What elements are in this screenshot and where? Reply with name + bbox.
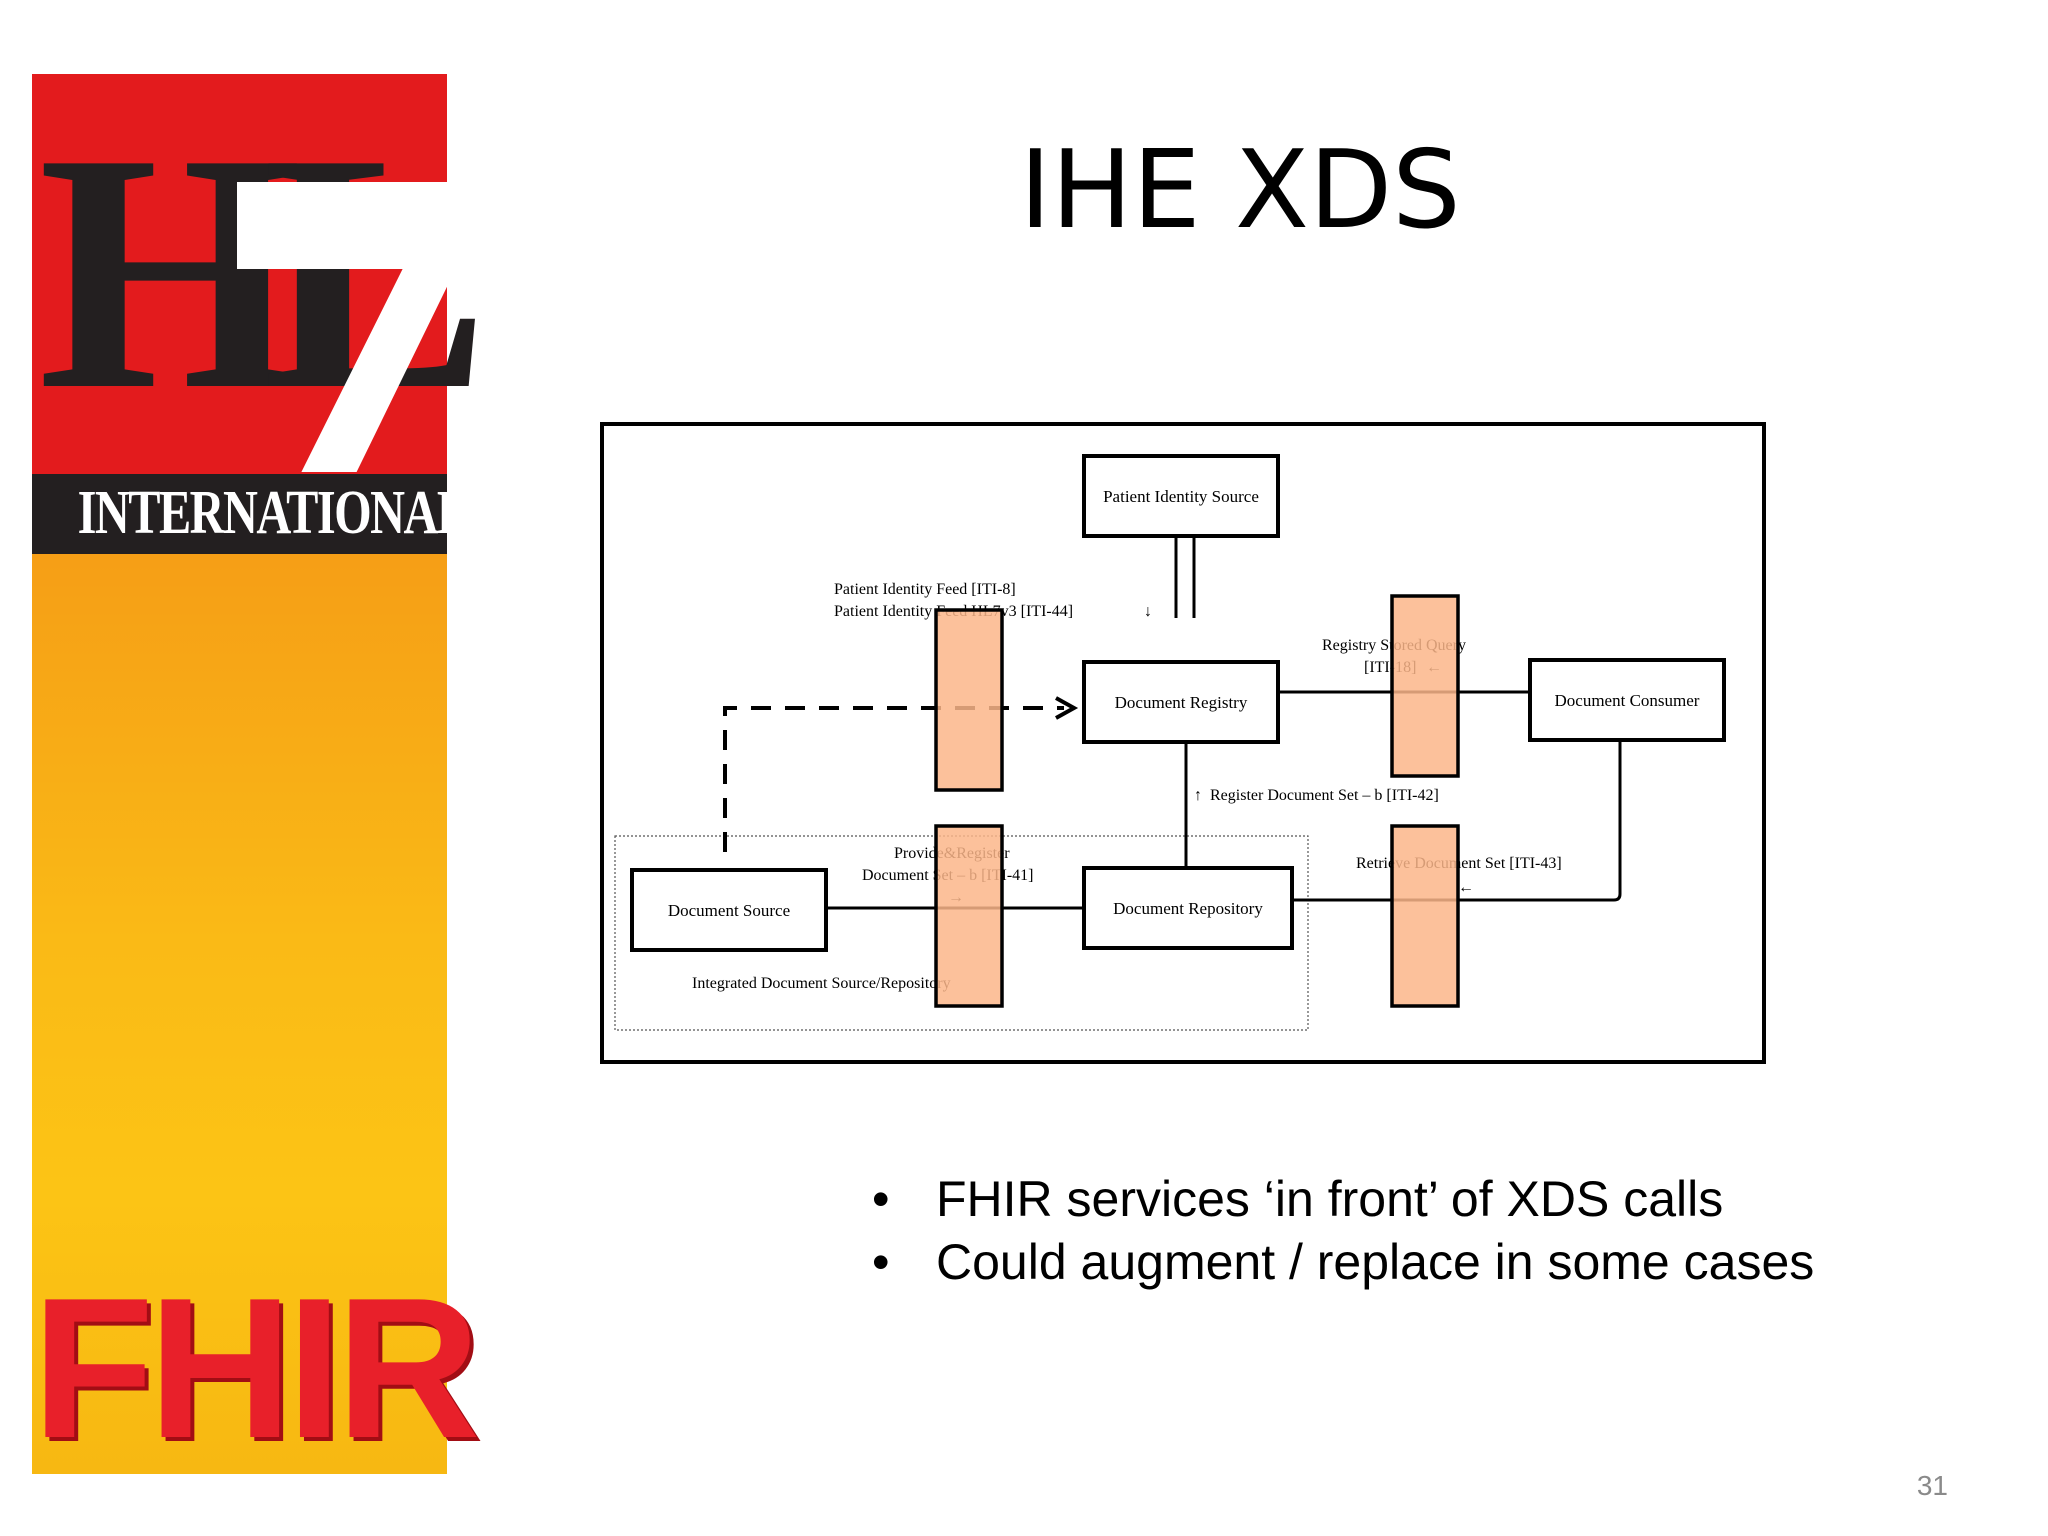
hl7-logo: HL INTERNATIONAL [32, 74, 489, 554]
document-source-label: Document Source [668, 901, 790, 920]
patient-identity-feed-label-1: Patient Identity Feed [ITI-8] [834, 581, 1016, 598]
bullet-item: FHIR services ‘in front’ of XDS calls [862, 1168, 1962, 1231]
bullet-list: FHIR services ‘in front’ of XDS calls Co… [862, 1168, 1962, 1294]
hl7-fhir-banner: HL INTERNATIONAL FHIR [32, 74, 489, 1480]
integrated-group-box [614, 835, 1309, 1031]
fhir-highlight-retrieve [1390, 824, 1460, 1008]
fhir-highlight-patient-feed [934, 608, 1004, 792]
patient-identity-feed-arrow: ↓ [1144, 603, 1152, 620]
document-registry-label: Document Registry [1115, 693, 1248, 712]
fhir-highlight-stored-query [1390, 594, 1460, 778]
dashed-feed-arrowhead [1055, 696, 1079, 720]
document-repository-label: Document Repository [1113, 899, 1263, 918]
document-source-box [630, 868, 828, 952]
document-consumer-box [1528, 658, 1726, 742]
xds-diagram: Patient Identity Source Document Registr… [600, 422, 1766, 1064]
patient-identity-source-box [1082, 454, 1280, 538]
dashed-feed-arrow-line [723, 706, 1064, 852]
patient-identity-source-label: Patient Identity Source [1103, 487, 1259, 506]
document-consumer-label: Document Consumer [1555, 691, 1700, 710]
fhir-highlight-provide-register [934, 824, 1004, 1008]
register-document-set-label: Register Document Set – b [ITI-42] [1210, 787, 1439, 804]
document-repository-box [1082, 866, 1294, 950]
retrieve-document-set-arrow: ← [1458, 879, 1474, 896]
integrated-group-label: Integrated Document Source/Repository [692, 975, 951, 992]
slide-title: IHE XDS [1019, 128, 1461, 253]
repository-consumer-line [1292, 740, 1622, 902]
bullet-item: Could augment / replace in some cases [862, 1231, 1962, 1294]
document-registry-box [1082, 660, 1280, 744]
register-document-set-arrow: ↑ [1194, 787, 1202, 804]
fhir-wordmark: FHIR [32, 1257, 481, 1480]
xds-diagram-svg: Patient Identity Source Document Registr… [600, 422, 1766, 1064]
page-number: 31 [1916, 1470, 1948, 1501]
hl7-international-label: INTERNATIONAL [77, 479, 470, 547]
hl7-logo-letters: HL [38, 83, 489, 460]
